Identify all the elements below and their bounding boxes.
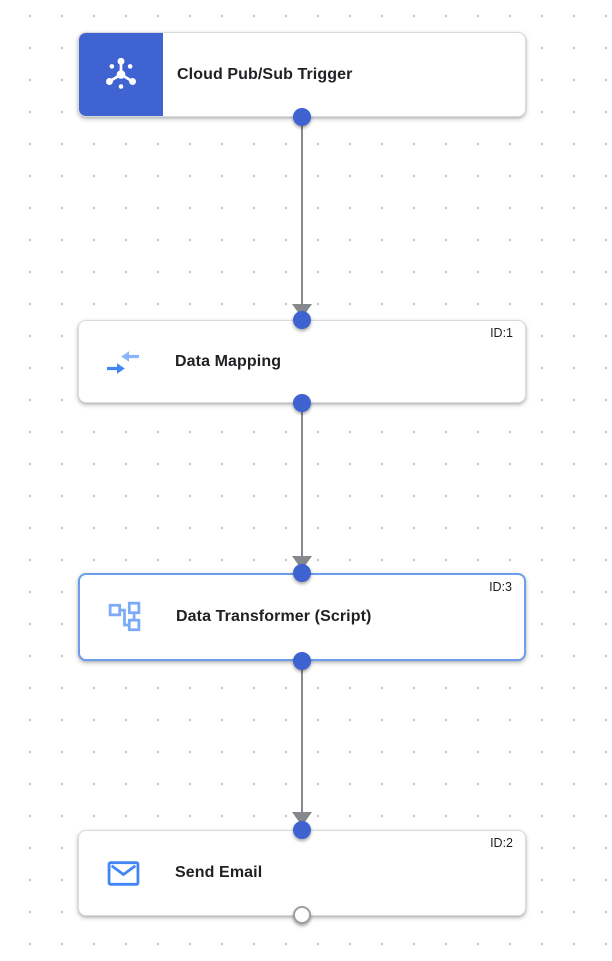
edge-datamapping-to-transformer (301, 403, 303, 557)
data-transformer-icon (106, 600, 142, 634)
port-datamapping-output[interactable] (293, 394, 311, 412)
node-data-mapping[interactable]: Data Mapping ID:1 (78, 320, 526, 403)
node-id-badge: ID:3 (489, 580, 512, 594)
port-datamapping-input[interactable] (293, 311, 311, 329)
data-mapping-icon (105, 345, 141, 379)
node-cloud-pubsub-trigger[interactable]: Cloud Pub/Sub Trigger (78, 32, 526, 117)
node-label: Data Transformer (Script) (176, 608, 372, 625)
node-label: Send Email (175, 864, 263, 881)
port-transformer-input[interactable] (293, 564, 311, 582)
port-sendemail-input[interactable] (293, 821, 311, 839)
port-transformer-output[interactable] (293, 652, 311, 670)
node-id-badge: ID:2 (490, 836, 513, 850)
node-label: Data Mapping (175, 352, 282, 370)
port-trigger-output[interactable] (293, 108, 311, 126)
pubsub-icon (79, 33, 163, 116)
edge-trigger-to-datamapping (301, 117, 303, 305)
edge-transformer-to-sendemail (301, 661, 303, 813)
email-icon (105, 856, 141, 890)
node-send-email[interactable]: Send Email ID:2 (78, 830, 526, 916)
node-id-badge: ID:1 (490, 326, 513, 340)
port-sendemail-output-open[interactable] (293, 906, 311, 924)
node-data-transformer-script[interactable]: Data Transformer (Script) ID:3 (78, 573, 526, 661)
node-label: Cloud Pub/Sub Trigger (177, 65, 353, 83)
